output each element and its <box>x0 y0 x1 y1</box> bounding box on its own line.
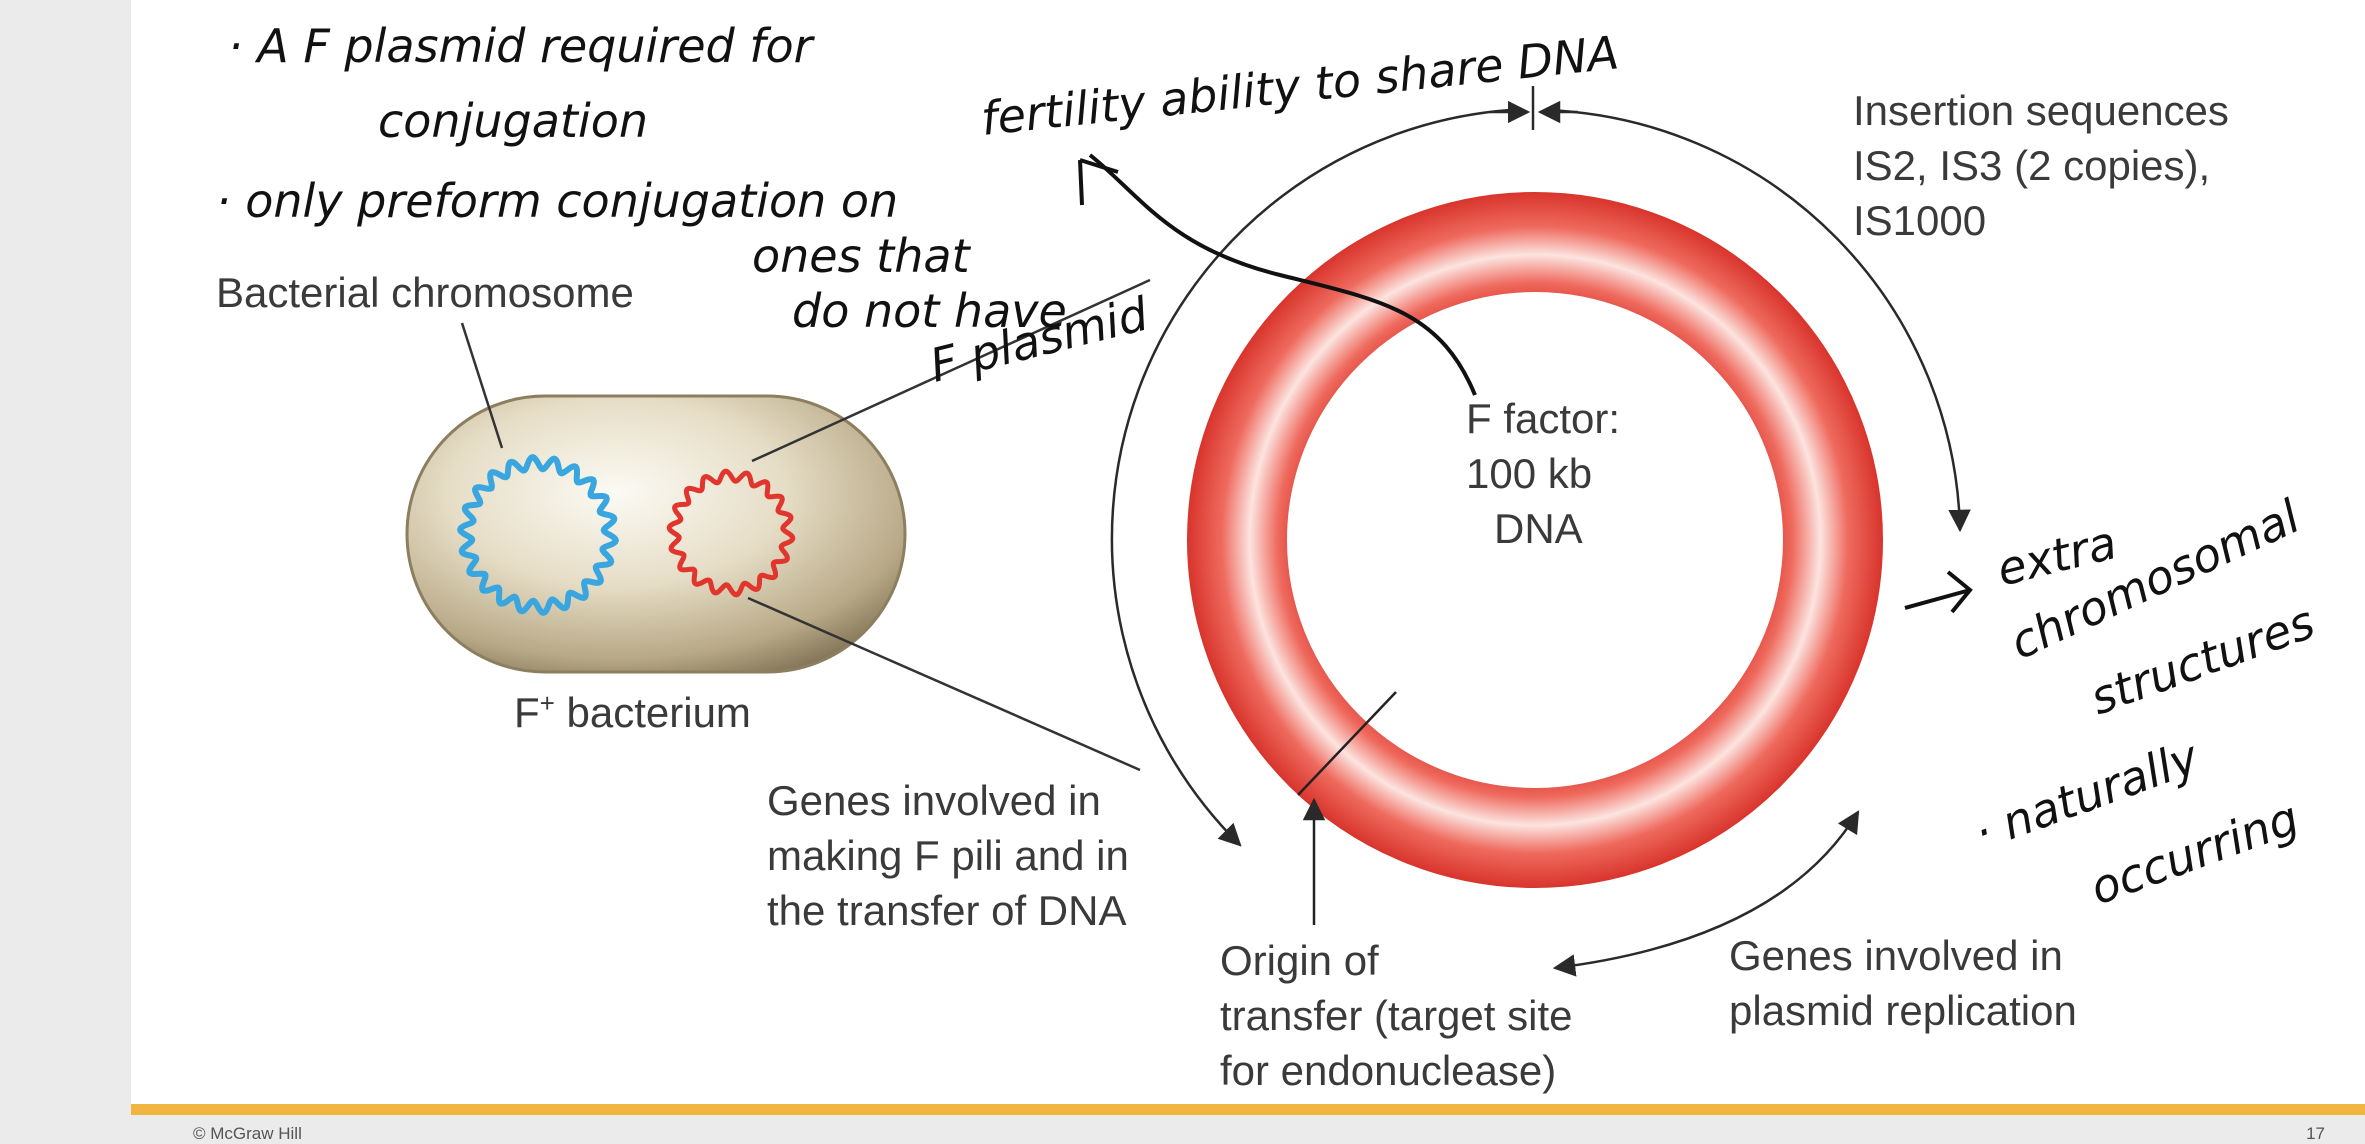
footer-copyright: © McGraw Hill <box>193 1124 302 1143</box>
footer-accent-bar <box>131 1104 2365 1115</box>
svg-text:· A F plasmid required for: · A F plasmid required for <box>228 19 816 73</box>
svg-text:100 kb: 100 kb <box>1466 450 1592 497</box>
handwritten-extra-chromosomal-note: extra chromosomal structures <box>1992 489 2322 725</box>
svg-text:· only preform conjugation on: · only preform conjugation on <box>216 174 898 228</box>
bacterial-chromosome-icon <box>457 454 619 616</box>
origin-site-line <box>1297 691 1397 796</box>
origin-of-transfer-label: Origin of transfer (target site for endo… <box>1220 937 1572 1094</box>
replication-genes-label: Genes involved in plasmid replication <box>1729 932 2077 1034</box>
svg-text:Origin of: Origin of <box>1220 937 1379 984</box>
svg-text:Genes involved in: Genes involved in <box>767 777 1101 824</box>
f-pili-genes-label: Genes involved in making F pili and in t… <box>767 777 1129 934</box>
replication-genes-arc-arrow <box>1552 810 1860 977</box>
insertion-seq-arc-arrow <box>1544 108 1971 533</box>
svg-text:plasmid replication: plasmid replication <box>1729 987 2077 1034</box>
f-factor-ring <box>1187 192 1883 888</box>
small-f-plasmid-icon <box>666 468 796 598</box>
svg-text:IS1000: IS1000 <box>1853 197 1986 244</box>
handwritten-fertility-pointer <box>1088 153 1477 396</box>
handwritten-note-only-preform: · only preform conjugation on ones that … <box>216 174 1154 393</box>
svg-text:ones that: ones that <box>752 229 972 283</box>
insertion-sequences-label: Insertion sequences IS2, IS3 (2 copies),… <box>1853 87 2229 244</box>
svg-text:the transfer of DNA: the transfer of DNA <box>767 887 1126 934</box>
plasmid-lower-connector <box>747 596 1141 772</box>
f-plus-bacterium-cell <box>405 394 907 674</box>
svg-text:making F pili and in: making F pili and in <box>767 832 1129 879</box>
svg-text:conjugation: conjugation <box>378 94 648 148</box>
svg-text:Genes involved in: Genes involved in <box>1729 932 2063 979</box>
svg-text:do not have: do not have <box>792 284 1067 338</box>
handwritten-note-f-plasmid-required: · A F plasmid required for conjugation <box>228 19 816 148</box>
f-pili-genes-arc-arrow <box>1110 108 1511 847</box>
footer-page-number: 17 <box>2306 1124 2325 1143</box>
svg-text:F factor:: F factor: <box>1466 395 1620 442</box>
svg-text:DNA: DNA <box>1494 505 1583 552</box>
plasmid-upper-connector <box>751 278 1151 463</box>
svg-text:Insertion sequences: Insertion sequences <box>1853 87 2229 134</box>
handwritten-extra-arrow <box>1904 570 1973 614</box>
handwritten-fertility-note: fertility ability to share DNA <box>979 25 1622 146</box>
f-factor-label: F factor: 100 kb DNA <box>1466 395 1620 552</box>
chromosome-leader-line <box>460 322 504 449</box>
f-plus-bacterium-label: F+ bacterium <box>514 688 751 736</box>
svg-text:IS2, IS3 (2 copies),: IS2, IS3 (2 copies), <box>1853 142 2210 189</box>
handwritten-fertility-arrowhead <box>1078 158 1119 206</box>
svg-text:for endonuclease): for endonuclease) <box>1220 1047 1556 1094</box>
bacterial-chromosome-label: Bacterial chromosome <box>216 269 634 316</box>
handwritten-naturally-occurring-note: · naturally occurring <box>1967 729 2305 915</box>
svg-text:transfer (target site: transfer (target site <box>1220 992 1572 1039</box>
